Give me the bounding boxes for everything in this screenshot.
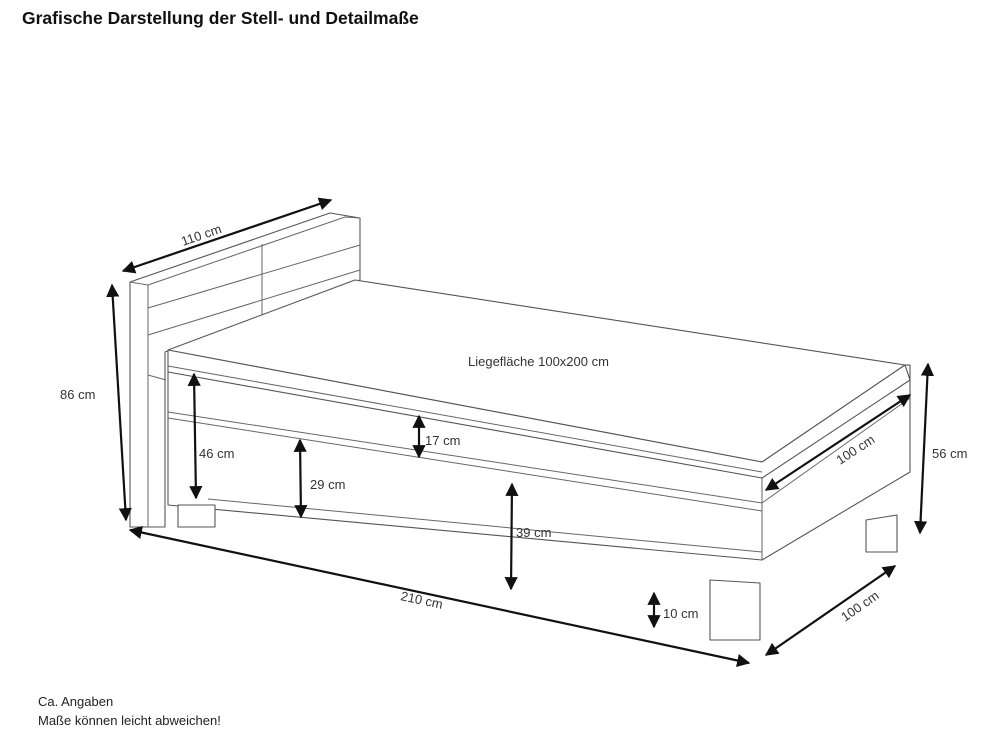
arrow-headboard-width (121, 197, 333, 274)
label-foot-height: 10 cm (663, 606, 698, 621)
label-sleeping-area: Liegefläche 100x200 cm (468, 354, 609, 369)
label-frame-height: 39 cm (516, 525, 551, 540)
arrow-box-height (293, 438, 308, 519)
arrow-length (128, 526, 751, 667)
label-box-height: 29 cm (310, 477, 345, 492)
arrow-foot-end-height (913, 362, 935, 535)
dimension-arrows (106, 197, 935, 667)
label-foot-end-height: 56 cm (932, 446, 967, 461)
arrow-width-front (764, 565, 897, 656)
label-mattress-height: 17 cm (425, 433, 460, 448)
note-deviation: Maße können leicht abweichen! (38, 713, 221, 728)
arrow-frame-height (504, 482, 519, 591)
mattress (167, 279, 911, 479)
label-total-height: 46 cm (199, 446, 234, 461)
label-headboard-height: 86 cm (60, 387, 95, 402)
arrow-total-height (187, 372, 203, 500)
arrow-headboard-height (106, 283, 132, 522)
page-title: Grafische Darstellung der Stell- und Det… (22, 8, 419, 28)
label-width-front: 100 cm (838, 588, 882, 625)
label-length: 210 cm (399, 588, 444, 612)
arrow-width-surface (764, 394, 912, 491)
note-approx: Ca. Angaben (38, 694, 114, 709)
